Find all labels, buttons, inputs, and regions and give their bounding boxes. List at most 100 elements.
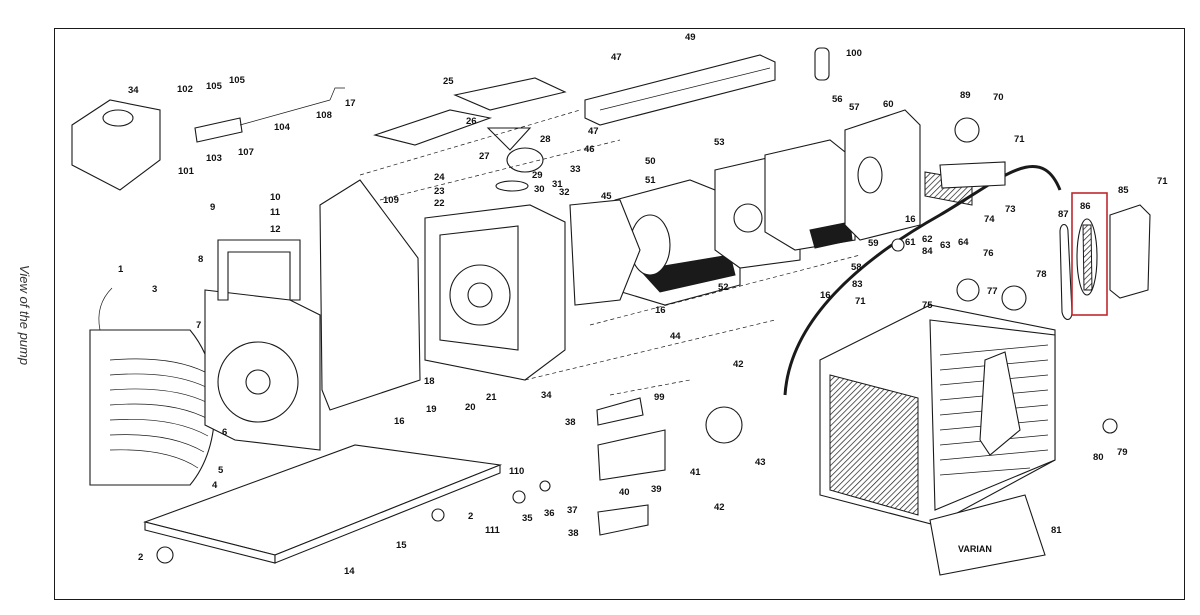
callout-81: 81 (1051, 525, 1062, 536)
callout-53: 53 (714, 137, 725, 148)
callout-80: 80 (1093, 452, 1104, 463)
callout-99: 99 (654, 392, 665, 403)
callout-42: 42 (714, 502, 725, 513)
callout-16: 16 (820, 290, 831, 301)
drawing-frame (54, 28, 1185, 600)
callout-49: 49 (685, 32, 696, 43)
brand-label-text: VARIAN (958, 544, 992, 554)
callout-103: 103 (206, 153, 222, 164)
callout-63: 63 (940, 240, 951, 251)
small-parts (156, 47, 1118, 564)
callout-71: 71 (855, 296, 866, 307)
part-34-top (71, 99, 161, 191)
dashed-guide-lines (359, 109, 861, 396)
callout-24: 24 (434, 172, 445, 183)
callout-45: 45 (601, 191, 612, 202)
gasket-cord (783, 165, 1062, 396)
top-cover-49 (584, 54, 776, 126)
callout-105: 105 (206, 81, 223, 92)
highlight-86-box (1071, 192, 1108, 316)
callout-38: 38 (565, 417, 576, 428)
callout-10: 10 (270, 192, 281, 203)
callout-107: 107 (238, 147, 254, 158)
callout-15: 15 (396, 540, 407, 551)
callout-102: 102 (177, 84, 193, 95)
callout-29: 29 (532, 170, 543, 181)
window-85-87 (1059, 204, 1151, 321)
base-plate (143, 444, 503, 564)
callout-74: 74 (984, 214, 995, 225)
callout-86: 86 (1080, 201, 1091, 212)
callout-70: 70 (993, 92, 1004, 103)
callout-46: 46 (584, 144, 595, 155)
callout-34: 34 (128, 85, 139, 96)
callout-37: 37 (567, 505, 578, 516)
callout-18: 18 (424, 376, 435, 387)
callout-38: 38 (568, 528, 579, 539)
callout-111: 111 (485, 525, 501, 536)
oil-box-75 (819, 304, 1056, 526)
callout-2: 2 (468, 511, 473, 522)
callout-labels: 1 2 2 3 4 5 6 7 8 9 10 11 12 14 15 16 16… (118, 32, 1168, 577)
callout-28: 28 (540, 134, 551, 145)
callout-64: 64 (958, 237, 969, 248)
callout-78: 78 (1036, 269, 1047, 280)
callout-16: 16 (394, 416, 405, 427)
callout-11: 11 (270, 207, 281, 218)
motor (89, 287, 216, 486)
callout-21: 21 (486, 392, 497, 403)
callout-27: 27 (479, 151, 490, 162)
callout-83: 83 (852, 279, 863, 290)
callout-100: 100 (846, 48, 862, 59)
bracket-11 (319, 179, 421, 411)
callout-5: 5 (218, 465, 224, 476)
plate-25 (373, 77, 567, 146)
callout-16: 16 (905, 214, 916, 225)
callout-32: 32 (559, 187, 570, 198)
callout-71: 71 (1014, 134, 1025, 145)
callout-56: 56 (832, 94, 843, 105)
callout-23: 23 (434, 186, 445, 197)
callout-77: 77 (987, 286, 998, 297)
callout-43: 43 (755, 457, 766, 468)
callout-44: 44 (670, 331, 681, 342)
label-81: VARIAN (929, 494, 1046, 576)
callout-62: 62 (922, 234, 933, 245)
callout-59: 59 (868, 238, 879, 249)
callout-104: 104 (274, 122, 291, 133)
callout-14: 14 (344, 566, 355, 577)
callout-2: 2 (138, 552, 143, 563)
callout-105: 105 (229, 75, 246, 86)
callout-19: 19 (426, 404, 437, 415)
callout-33: 33 (570, 164, 581, 175)
valve-26-28 (486, 127, 544, 192)
callout-26: 26 (466, 116, 477, 127)
shaft-assembly (194, 87, 345, 143)
callout-57: 57 (849, 102, 860, 113)
callout-47: 47 (588, 126, 599, 137)
callout-75: 75 (922, 300, 933, 311)
callout-73: 73 (1005, 204, 1016, 215)
callout-39: 39 (651, 484, 662, 495)
callout-41: 41 (690, 467, 701, 478)
callout-87: 87 (1058, 209, 1069, 220)
callout-84: 84 (922, 246, 933, 257)
callout-6: 6 (222, 427, 227, 438)
callout-4: 4 (212, 480, 218, 491)
callout-110: 110 (509, 466, 524, 477)
callout-30: 30 (534, 184, 545, 195)
callout-36: 36 (544, 508, 555, 519)
callout-40: 40 (619, 487, 630, 498)
callout-71: 71 (1157, 176, 1168, 187)
callout-85: 85 (1118, 185, 1129, 196)
callout-1: 1 (118, 264, 124, 275)
side-label: View of the pump (17, 265, 32, 365)
callout-47: 47 (611, 52, 622, 63)
callout-42: 42 (733, 359, 744, 370)
exploded-pump-diagram: VARIAN 1 2 2 (71, 32, 1168, 577)
callout-79: 79 (1117, 447, 1128, 458)
callout-50: 50 (645, 156, 656, 167)
callout-31: 31 (552, 179, 563, 190)
callout-9: 9 (210, 202, 215, 213)
side-label-text: View of the pump (17, 265, 32, 365)
